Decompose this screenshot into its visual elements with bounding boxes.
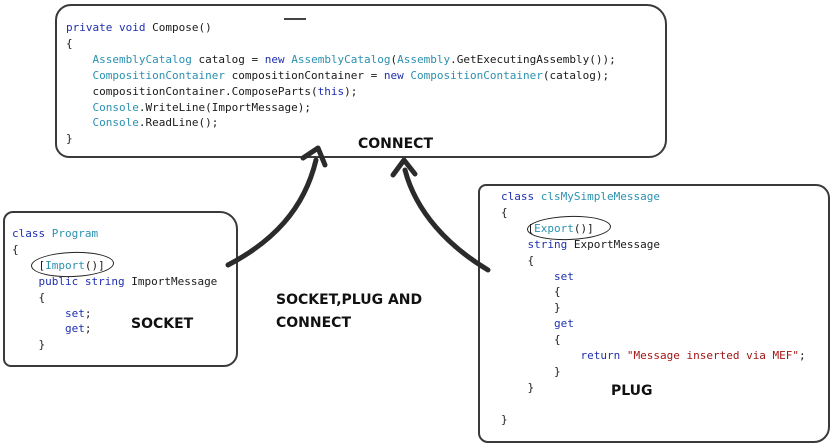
connect-label: CONNECT: [358, 136, 433, 152]
socket-label: SOCKET: [131, 316, 194, 332]
code-line: string ExportMessage: [527, 237, 660, 251]
code-line: return "Message inserted via MEF";: [580, 349, 806, 363]
code-line: }: [553, 364, 561, 378]
code-line: Console.ReadLine();: [92, 116, 219, 130]
compose-code-box: [55, 4, 667, 158]
code-line: [Export()]: [527, 221, 594, 235]
socket-arrow-head: [300, 145, 328, 168]
code-line: set;: [64, 306, 92, 320]
code-line: }: [66, 132, 73, 146]
code-line: {: [553, 333, 561, 347]
code-line: {: [553, 285, 561, 299]
code-line: }: [553, 301, 561, 315]
code-line: }: [527, 380, 535, 394]
plug-label: PLUG: [611, 383, 653, 399]
message-code-box: [478, 184, 830, 443]
code-line: class Program: [12, 227, 99, 240]
code-line: {: [12, 242, 19, 256]
code-line: get: [553, 317, 574, 331]
code-line: private void Compose(): [66, 21, 212, 34]
cursor-mark: [284, 18, 306, 20]
plug-arrow-head: [390, 157, 418, 178]
socket-to-connect-arrow: [225, 157, 319, 268]
program-code: class Program { [Import()] public string…: [12, 226, 217, 353]
code-line: CompositionContainer compositionContaine…: [92, 68, 610, 82]
code-line: compositionContainer.ComposeParts(this);: [92, 84, 358, 98]
code-line: [Import()]: [38, 258, 105, 272]
code-line: AssemblyCatalog catalog = new AssemblyCa…: [92, 52, 616, 66]
plug-to-connect-arrow: [402, 167, 491, 273]
code-line: }: [38, 338, 46, 352]
diagram-title-line1: SOCKET,PLUG AND: [276, 292, 423, 308]
code-line: {: [501, 205, 508, 219]
code-line: set: [553, 269, 574, 283]
code-line: get;: [64, 322, 92, 336]
diagram-title-line2: CONNECT: [276, 315, 351, 331]
code-line: }: [501, 412, 508, 426]
code-line: public string ImportMessage: [38, 274, 218, 288]
code-line: Console.WriteLine(ImportMessage);: [92, 100, 312, 114]
program-code-box: [3, 211, 238, 367]
code-line: {: [38, 290, 46, 304]
code-line: class clsMySimpleMessage: [501, 190, 660, 203]
message-code: class clsMySimpleMessage { [Export()] st…: [501, 189, 806, 428]
code-line: {: [527, 253, 535, 267]
code-line: {: [66, 36, 73, 50]
compose-code: private void Compose() { AssemblyCatalog…: [66, 20, 616, 147]
